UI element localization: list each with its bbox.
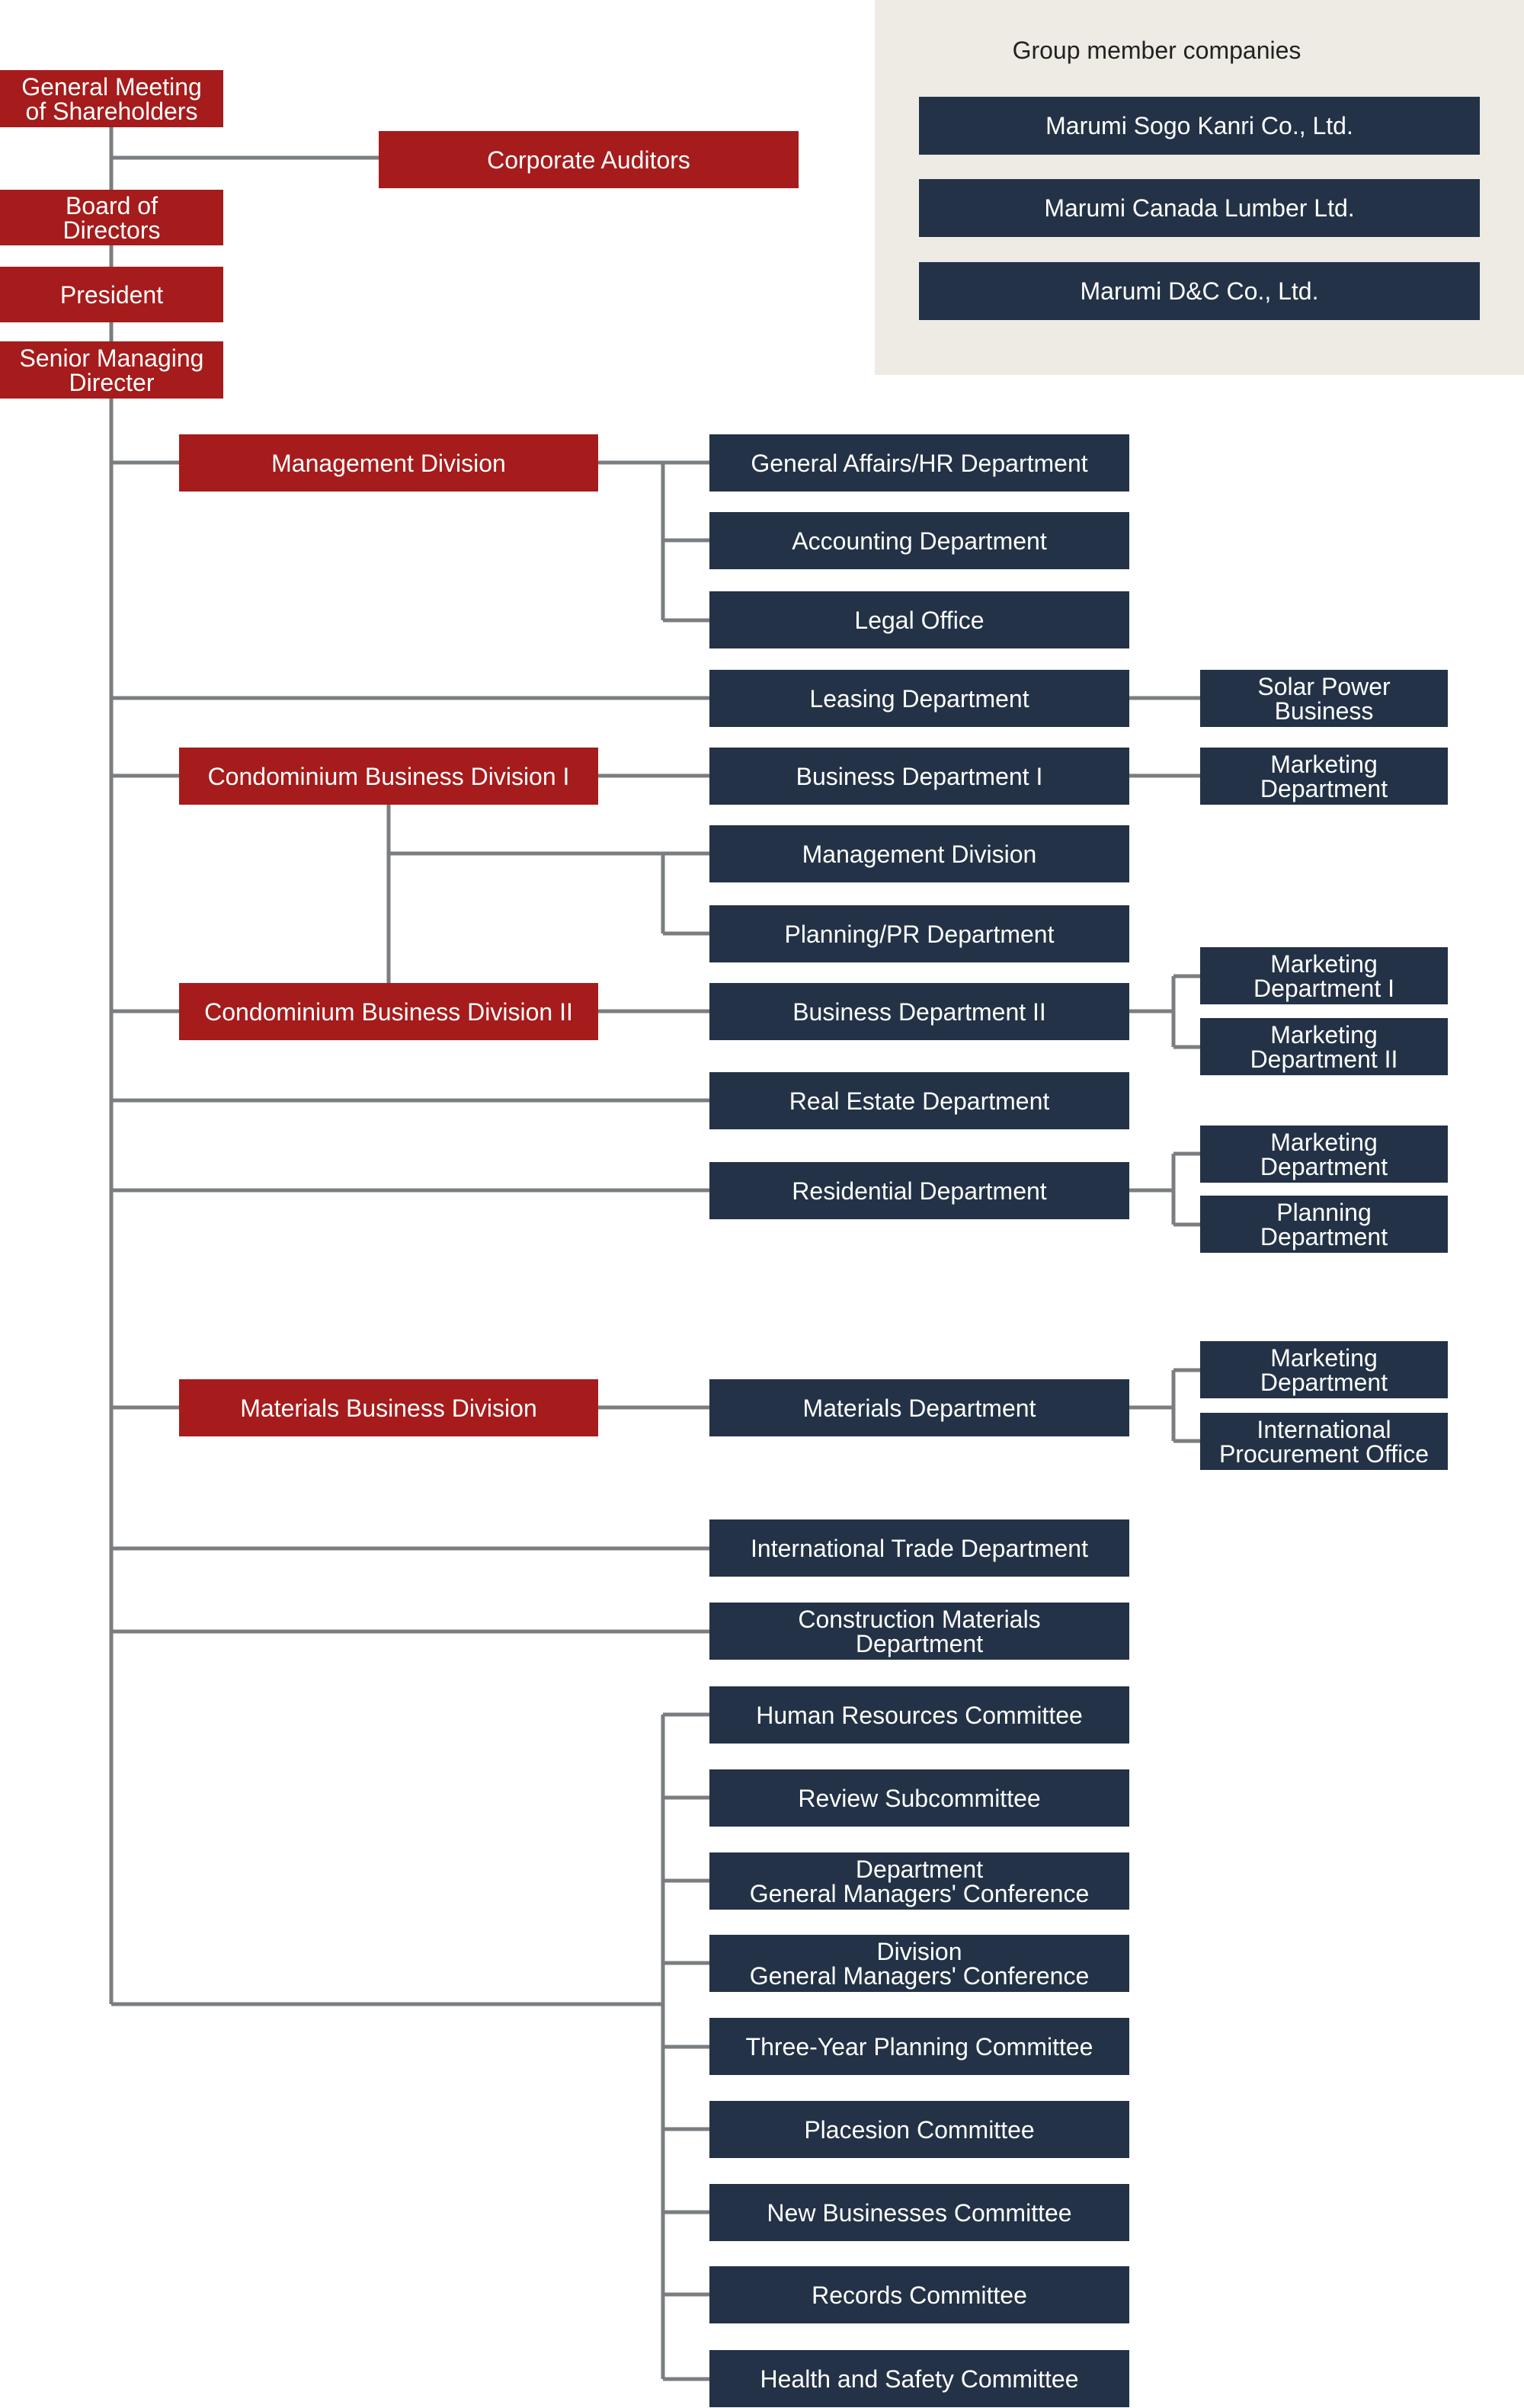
dept-business-1: Business Department I <box>709 748 1129 805</box>
marketing-dept-2: Marketing Department II <box>1200 1018 1448 1075</box>
dept-general-affairs-hr: General Affairs/HR Department <box>709 434 1129 492</box>
committee-placesion: Placesion Committee <box>709 2101 1129 2158</box>
dept-international-trade: International Trade Department <box>709 1519 1129 1577</box>
division-condominium-2: Condominium Business Division II <box>179 983 598 1040</box>
dept-residential: Residential Department <box>709 1162 1129 1219</box>
group-members-title: Group member companies <box>1012 37 1301 64</box>
solar-power-business: Solar Power Business <box>1200 670 1448 727</box>
committee-health-and-safety: Health and Safety Committee <box>709 2350 1129 2407</box>
committee-human-resources: Human Resources Committee <box>709 1686 1129 1744</box>
committee-review: Review Subcommittee <box>709 1769 1129 1827</box>
committee-new-businesses: New Businesses Committee <box>709 2184 1129 2241</box>
division-materials: Materials Business Division <box>179 1379 598 1436</box>
president: President <box>0 267 223 322</box>
dept-accounting: Accounting Department <box>709 512 1129 569</box>
division-management: Management Division <box>179 434 598 492</box>
dept-materials: Materials Department <box>709 1379 1129 1436</box>
general-meeting-of-shareholders: General Meeting of Shareholders <box>0 70 223 127</box>
marketing-dept-materials: Marketing Department <box>1200 1341 1448 1398</box>
dept-construction-materials: Construction Materials Department <box>709 1603 1129 1660</box>
dept-business-2: Business Department II <box>709 983 1129 1040</box>
conference-department-general-managers: Department General Managers' Conference <box>709 1852 1129 1910</box>
marketing-dept-residential: Marketing Department <box>1200 1126 1448 1183</box>
dept-planning-pr: Planning/PR Department <box>709 905 1129 962</box>
marketing-dept-business-1: Marketing Department <box>1200 748 1448 805</box>
dept-real-estate: Real Estate Department <box>709 1072 1129 1129</box>
company-marumi-dc: Marumi D&C Co., Ltd. <box>919 262 1480 320</box>
corporate-auditors: Corporate Auditors <box>379 131 799 188</box>
committee-three-year-planning: Three-Year Planning Committee <box>709 2018 1129 2075</box>
committee-records: Records Committee <box>709 2266 1129 2323</box>
company-marumi-canada-lumber: Marumi Canada Lumber Ltd. <box>919 179 1480 237</box>
dept-management-division: Management Division <box>709 825 1129 882</box>
dept-legal-office: Legal Office <box>709 591 1129 648</box>
division-condominium-1: Condominium Business Division I <box>179 748 598 805</box>
conference-division-general-managers: Division General Managers' Conference <box>709 1935 1129 1992</box>
marketing-dept-1: Marketing Department I <box>1200 947 1448 1004</box>
planning-dept-residential: Planning Department <box>1200 1196 1448 1253</box>
dept-leasing: Leasing Department <box>709 670 1129 727</box>
board-of-directors: Board of Directors <box>0 190 223 245</box>
company-marumi-sogo-kanri: Marumi Sogo Kanri Co., Ltd. <box>919 97 1480 155</box>
international-procurement-office: International Procurement Office <box>1200 1413 1448 1470</box>
senior-managing-director: Senior Managing Directer <box>0 341 223 399</box>
